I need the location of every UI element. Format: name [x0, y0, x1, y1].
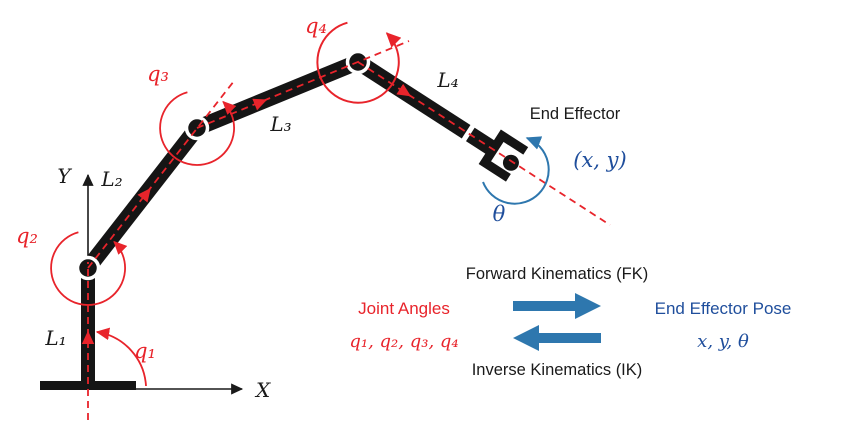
coordinate-axes — [82, 173, 244, 395]
label-q1: q₁ — [134, 339, 156, 363]
pose-xy-label: (x, y) — [573, 148, 626, 172]
ik-label: Inverse Kinematics (IK) — [472, 361, 643, 379]
end-effector-point — [502, 154, 519, 171]
x-axis-label: X — [254, 378, 271, 402]
label-q4: q₄ — [305, 14, 327, 38]
label-l3: L₃ — [269, 112, 291, 136]
joint-angles-title: Joint Angles — [358, 299, 450, 318]
angle-arc-q4 — [316, 21, 402, 104]
joint-q3 — [184, 115, 210, 141]
fk-arrow-icon — [513, 293, 601, 319]
angle-arc-q3 — [159, 91, 237, 166]
y-axis-label: Y — [57, 164, 72, 188]
label-l4: L₄ — [436, 68, 458, 92]
wrist-notch — [459, 120, 478, 146]
direction-arrow-l3 — [252, 98, 268, 111]
diagram-labels: X Y L₁ L₂ L₃ L₄ q₁ q₂ q₃ q₄ End Effector… — [16, 14, 627, 402]
angle-arc-q2 — [50, 231, 128, 306]
joint-angle-arcs — [50, 21, 402, 387]
label-q3: q₃ — [147, 62, 169, 86]
direction-arrow-l2 — [137, 188, 151, 203]
kinematics-legend: Forward Kinematics (FK) Inverse Kinemati… — [349, 265, 791, 379]
direction-arrow-l4 — [396, 83, 412, 97]
theta-label: θ — [493, 202, 506, 226]
label-l2: L₂ — [100, 167, 122, 191]
angle-arc-q1 — [95, 327, 147, 387]
fk-label: Forward Kinematics (FK) — [466, 265, 648, 283]
joint-angles-values: q₁, q₂, q₃, q₄ — [349, 331, 458, 352]
pose-title: End Effector Pose — [655, 299, 792, 318]
theta-arc — [482, 136, 550, 205]
ik-arrow-icon — [513, 325, 601, 351]
pose-values: x, y, θ — [697, 331, 749, 352]
link-direction-arrows — [81, 83, 412, 345]
axis-line-l2 — [87, 80, 235, 269]
label-l1: L₁ — [44, 326, 66, 350]
label-q2: q₂ — [16, 224, 38, 248]
end-effector-label: End Effector — [530, 105, 621, 123]
